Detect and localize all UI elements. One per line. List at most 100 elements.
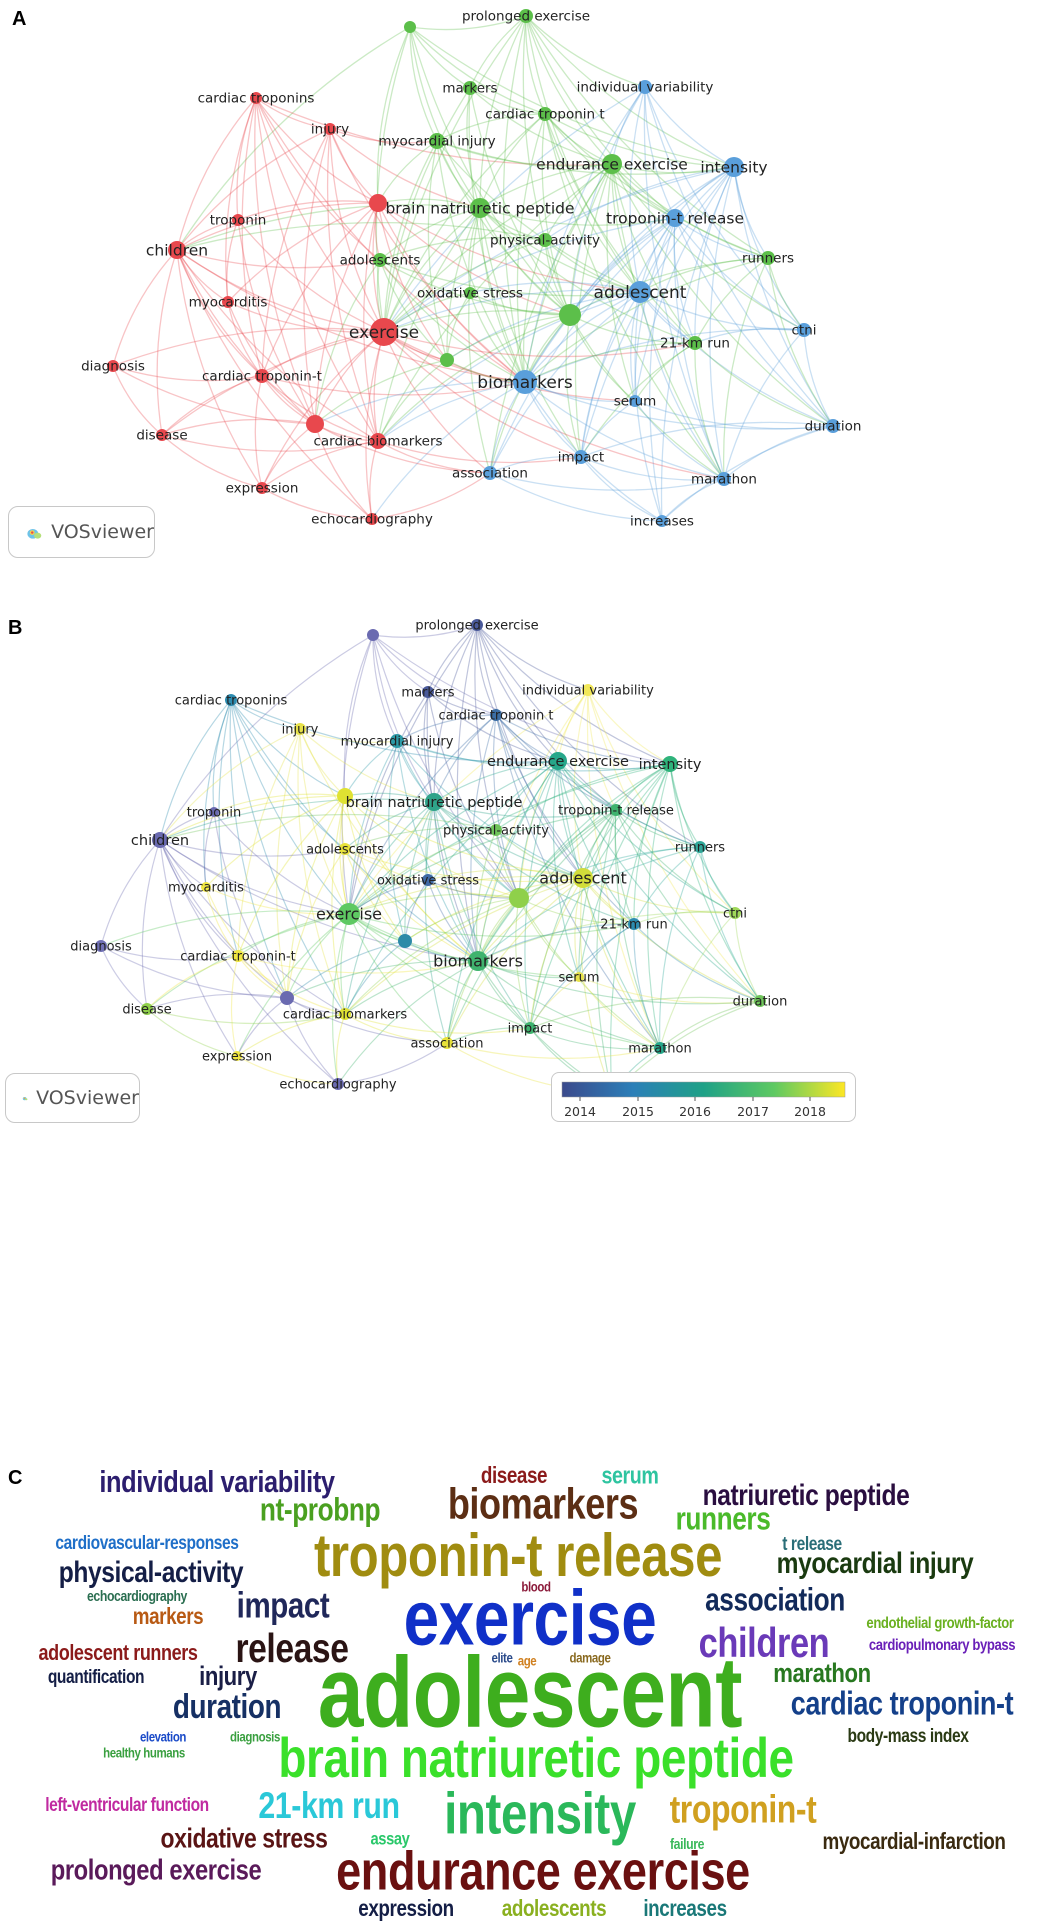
edge (383, 331, 636, 402)
node-expression[interactable] (232, 1051, 242, 1061)
node-ctni[interactable] (729, 907, 741, 919)
node-echocardiography[interactable] (366, 513, 378, 525)
node-endurance-exercise[interactable] (549, 752, 567, 770)
node-injury[interactable] (324, 123, 336, 135)
node-injury[interactable] (294, 723, 306, 735)
edge (446, 877, 584, 1044)
node-brain-natriuretic-peptide[interactable] (425, 793, 443, 811)
node-adolescent[interactable] (629, 281, 651, 303)
edge (396, 740, 520, 899)
node-cardiac-troponins[interactable] (250, 92, 262, 104)
node-children[interactable] (152, 832, 168, 848)
node-oxidative-stress[interactable] (422, 874, 434, 886)
node-individual-variability[interactable] (582, 684, 594, 696)
edge (669, 763, 701, 848)
node-g-center[interactable] (559, 304, 581, 326)
node-b-center[interactable] (509, 888, 529, 908)
node-adolescents[interactable] (339, 843, 351, 855)
cloud-word-adolescent: adolescent (318, 1637, 742, 1749)
node-runners[interactable] (694, 841, 706, 853)
node-serum[interactable] (574, 972, 584, 982)
node-physical-activity[interactable] (490, 824, 502, 836)
node-biomarkers[interactable] (513, 370, 537, 394)
node-duration[interactable] (826, 419, 840, 433)
node-troponin-t-release[interactable] (666, 209, 684, 227)
node-prolonged-exercise[interactable] (519, 9, 533, 23)
node-adolescents[interactable] (373, 253, 387, 267)
colorbar-gradient (561, 1081, 846, 1098)
node-cardiac-troponin-hyphen-t[interactable] (255, 369, 269, 383)
node-r-cb[interactable] (306, 415, 324, 433)
node-expression[interactable] (256, 482, 268, 494)
node-km21-run[interactable] (688, 336, 702, 350)
node-disease[interactable] (141, 1003, 153, 1015)
cloud-word-age: age (518, 1653, 537, 1669)
node-cardiac-biomarkers[interactable] (339, 1008, 351, 1020)
node-intensity[interactable] (724, 157, 744, 177)
edge (477, 911, 736, 962)
node-disease[interactable] (156, 429, 168, 441)
node-intensity[interactable] (662, 756, 678, 772)
edge (383, 140, 438, 333)
node-echocardiography[interactable] (332, 1078, 344, 1090)
node-prolonged-exercise[interactable] (471, 619, 483, 631)
edge (674, 217, 769, 259)
node-brain-natriuretic-peptide[interactable] (470, 198, 490, 218)
edge (146, 955, 239, 1010)
node-b-bnp-y[interactable] (337, 788, 353, 804)
node-diagnosis[interactable] (107, 360, 119, 372)
node-adolescent[interactable] (573, 868, 593, 888)
node-b-top[interactable] (367, 629, 379, 641)
node-exercise[interactable] (338, 903, 360, 925)
node-impact[interactable] (524, 1022, 536, 1034)
node-marathon[interactable] (654, 1042, 666, 1054)
node-cardiac-troponin-hyphen-t[interactable] (232, 950, 244, 962)
node-troponin[interactable] (209, 807, 219, 817)
node-physical-activity[interactable] (538, 233, 552, 247)
node-marathon[interactable] (717, 472, 731, 486)
edge (469, 87, 613, 165)
node-duration[interactable] (754, 995, 766, 1007)
node-label-brain-natriuretic-peptide: brain natriuretic peptide (385, 199, 574, 217)
node-runners[interactable] (761, 251, 775, 265)
node-association[interactable] (483, 466, 497, 480)
edge (661, 425, 834, 522)
node-myocardial-injury[interactable] (429, 133, 445, 149)
node-association[interactable] (441, 1037, 453, 1049)
node-serum[interactable] (629, 395, 641, 407)
node-increases[interactable] (656, 515, 668, 527)
edge (230, 699, 301, 730)
node-children[interactable] (168, 241, 186, 259)
node-troponin-t-release[interactable] (610, 804, 622, 816)
node-myocardial-injury[interactable] (390, 734, 404, 748)
node-biomarkers[interactable] (468, 951, 488, 971)
node-r-bnp[interactable] (369, 194, 387, 212)
node-exercise[interactable] (370, 318, 398, 346)
node-b-teal[interactable] (398, 934, 412, 948)
edge (544, 239, 641, 293)
edge (286, 913, 350, 999)
node-impact[interactable] (574, 450, 588, 464)
node-individual-variability[interactable] (638, 80, 652, 94)
node-cardiac-troponin-t[interactable] (490, 709, 502, 721)
node-myocarditis[interactable] (201, 882, 211, 892)
node-cardiac-biomarkers[interactable] (370, 433, 386, 449)
node-endurance-exercise[interactable] (602, 154, 622, 174)
node-g-small[interactable] (440, 353, 454, 367)
node-g-top[interactable] (404, 21, 416, 33)
node-b-cb-purple[interactable] (280, 991, 294, 1005)
node-cardiac-troponins[interactable] (225, 694, 237, 706)
edge (557, 760, 701, 848)
node-myocarditis[interactable] (222, 296, 234, 308)
node-ctni[interactable] (797, 323, 811, 337)
edge (524, 257, 769, 383)
node-cardiac-troponin-t[interactable] (538, 107, 552, 121)
node-diagnosis[interactable] (95, 940, 107, 952)
edge (733, 166, 805, 331)
node-markers[interactable] (463, 81, 477, 95)
node-km21-run[interactable] (628, 918, 640, 930)
node-oxidative-stress[interactable] (464, 287, 476, 299)
node-markers[interactable] (422, 686, 434, 698)
node-troponin[interactable] (232, 214, 244, 226)
edge (569, 217, 676, 316)
